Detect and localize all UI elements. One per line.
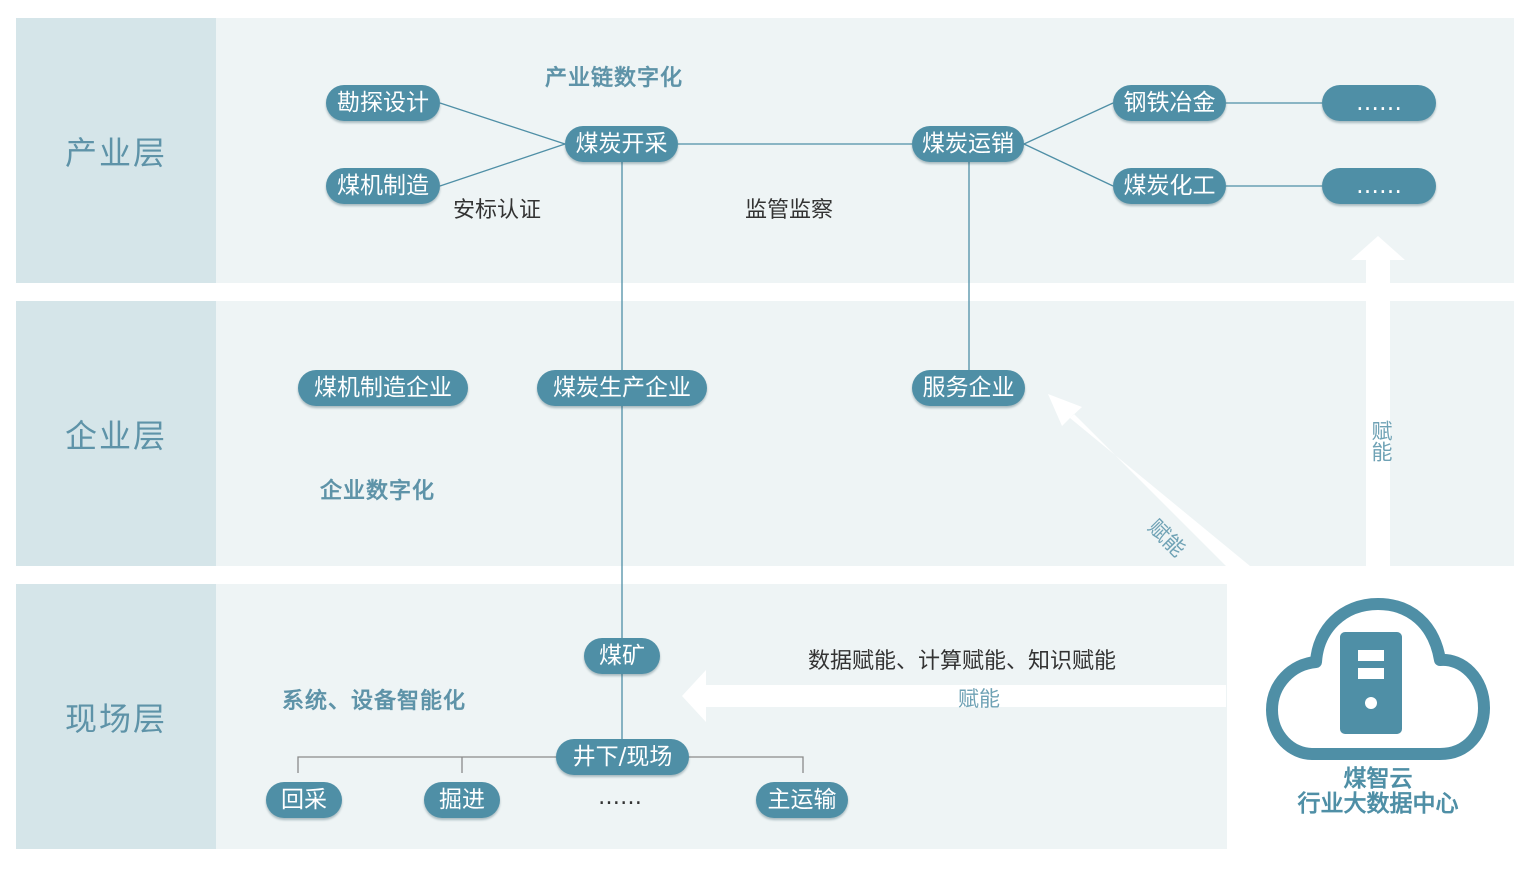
enterprise-layer-band — [216, 301, 1514, 566]
cloud-title-line1: 煤智云 — [1343, 766, 1413, 792]
up-arrow-shape — [1351, 236, 1405, 566]
left-arrow-label: 赋能 — [958, 687, 1000, 711]
node-gangtie-yejin[interactable]: 钢铁冶金 — [1113, 85, 1226, 121]
node-fuwu-qiye[interactable]: 服务企业 — [912, 370, 1025, 406]
line-meiji-kaicai — [439, 143, 566, 187]
anbiao-renzheng-label: 安标认证 — [453, 198, 542, 223]
node-more-1[interactable]: …… — [1322, 85, 1436, 121]
industry-layer-band — [216, 18, 1514, 283]
line-yunxiao-gangtie — [1023, 102, 1114, 145]
empower-text: 数据赋能、计算赋能、知识赋能 — [808, 649, 1117, 674]
field-layer-band — [216, 584, 1227, 849]
up-arrow-label: 赋能 — [1369, 420, 1393, 462]
line-kantan-kaicai — [439, 102, 566, 145]
node-kantan-sheji[interactable]: 勘探设计 — [326, 85, 440, 121]
line-yunxiao-huagong — [1023, 143, 1114, 187]
node-meikuang[interactable]: 煤矿 — [584, 638, 660, 674]
node-juejin[interactable]: 掘进 — [424, 782, 500, 818]
diagonal-arrow-shape — [1048, 394, 1250, 566]
node-meitan-huagong[interactable]: 煤炭化工 — [1113, 168, 1226, 204]
cloud-server-icon — [1266, 598, 1490, 760]
left-arrow-shape — [682, 670, 1226, 722]
node-meiji-zhizao-qiye[interactable]: 煤机制造企业 — [298, 370, 468, 406]
node-zhu-yunshu[interactable]: 主运输 — [756, 782, 848, 818]
field-section-label: 系统、设备智能化 — [282, 689, 467, 714]
industry-section-label: 产业链数字化 — [545, 66, 684, 91]
node-meitan-shengchan-qiye[interactable]: 煤炭生产企业 — [537, 370, 707, 406]
field-layer-label: 现场层 — [16, 584, 216, 849]
enterprise-section-label: 企业数字化 — [320, 479, 436, 504]
node-meiji-zhizao[interactable]: 煤机制造 — [326, 168, 440, 204]
node-more-2[interactable]: …… — [1322, 168, 1436, 204]
node-meitan-kaicai[interactable]: 煤炭开采 — [565, 126, 678, 162]
industry-layer-label: 产业层 — [16, 18, 216, 283]
node-huicai[interactable]: 回采 — [266, 782, 342, 818]
jianguan-jiancha-label: 监管监察 — [745, 198, 834, 223]
enterprise-layer-label: 企业层 — [16, 301, 216, 566]
line-field-tree — [297, 756, 804, 773]
node-jingxia-xianchang[interactable]: 井下/现场 — [556, 739, 689, 775]
node-more-field: …… — [598, 785, 642, 810]
cloud-title-line2: 行业大数据中心 — [1297, 791, 1459, 817]
node-meitan-yunxiao[interactable]: 煤炭运销 — [912, 126, 1024, 162]
